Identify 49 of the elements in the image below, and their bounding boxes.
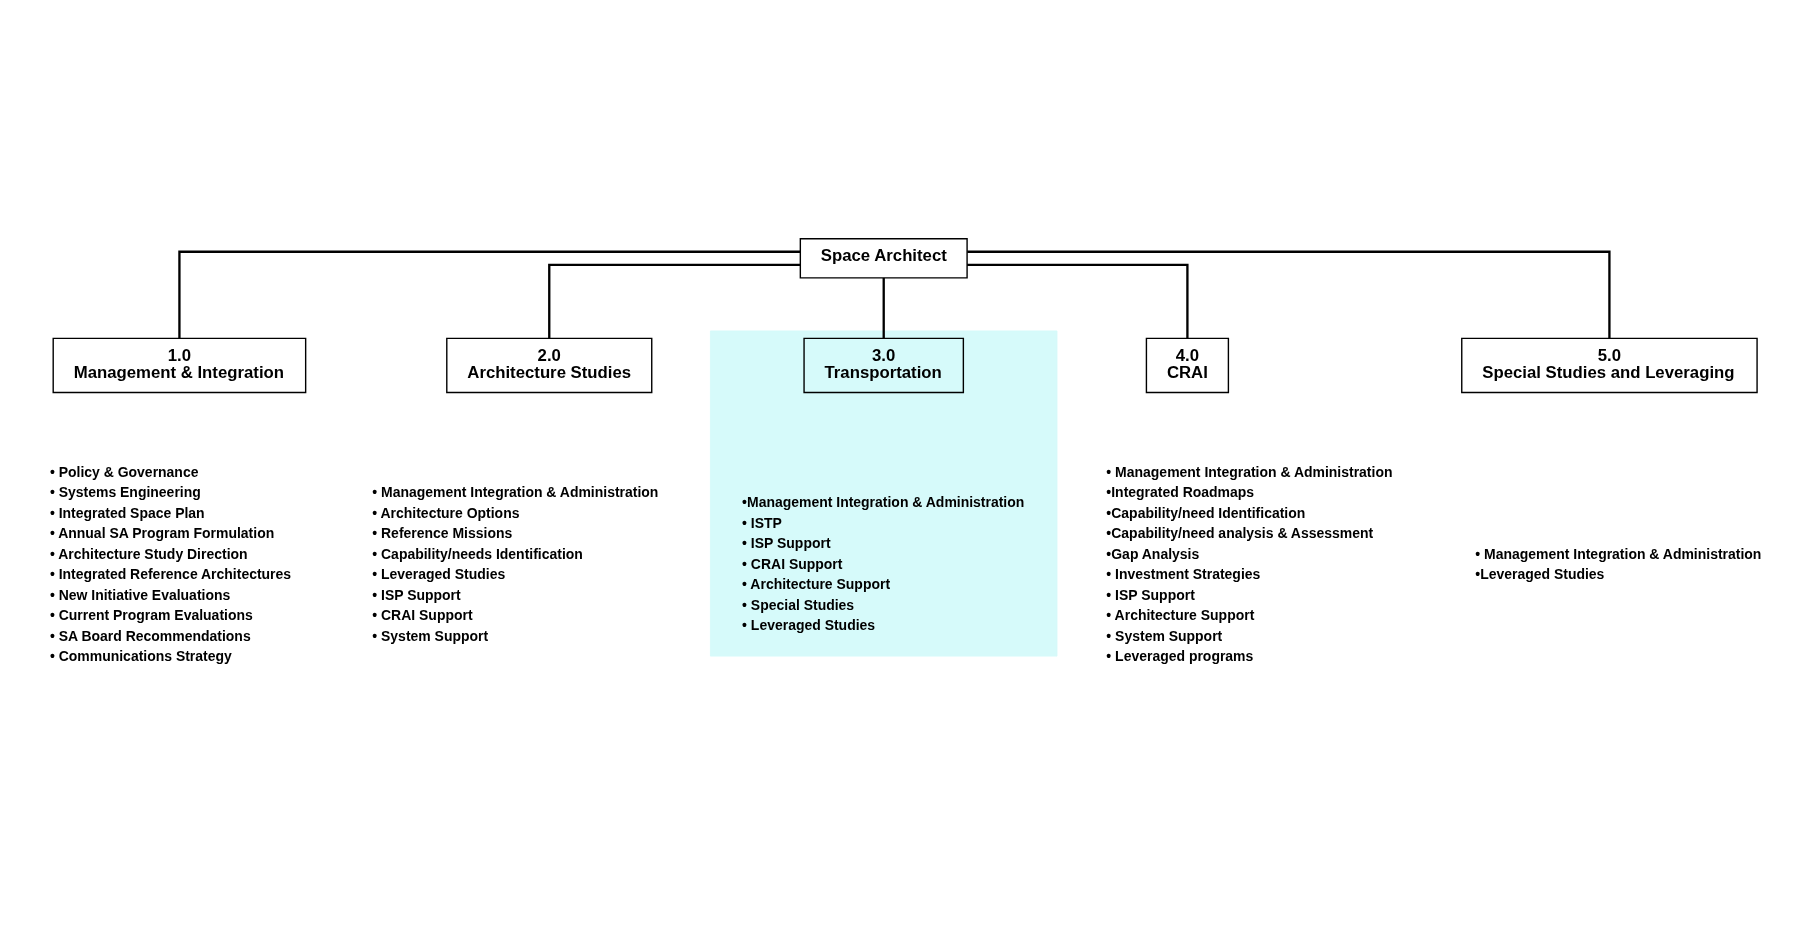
node-label: • Special Studies — [742, 596, 855, 613]
node-label: • Integrated Space Plan — [49, 504, 205, 521]
node-label: • Architecture Support — [1106, 606, 1255, 623]
cluster — [709, 330, 1058, 657]
node-label: • CRAI Support — [742, 555, 843, 572]
node-box: 5.0 Special Studies and Leveraging — [1461, 337, 1758, 393]
node-box: Space Architect — [799, 237, 968, 279]
node-label: • Architecture Options — [372, 504, 520, 521]
node-label: • Leveraged programs — [1106, 647, 1254, 664]
node-label: •Management Integration & Administration — [742, 493, 1025, 510]
node-box: 1.0 Management & Integration — [52, 337, 307, 393]
node-label: • System Support — [1106, 627, 1223, 644]
node-label: • Architecture Study Direction — [49, 545, 248, 562]
node-label: • Systems Engineering — [49, 483, 201, 500]
node-label: • Management Integration & Administration — [1475, 545, 1762, 562]
node-label: • New Initiative Evaluations — [49, 586, 231, 603]
connector — [967, 250, 1611, 338]
node-label: • Capability/needs Identification — [372, 545, 583, 562]
node-label: •Capability/need analysis & Assessment — [1106, 524, 1374, 541]
node-label: • ISP Support — [372, 586, 461, 603]
node-label: • Leveraged Studies — [372, 565, 506, 582]
node-label: • ISTP — [742, 514, 782, 531]
node-label: • Architecture Support — [742, 575, 891, 592]
node-box: 2.0 Architecture Studies — [446, 337, 653, 393]
node-label: • Management Integration & Administration — [372, 483, 659, 500]
node-label: • Policy & Governance — [49, 463, 199, 480]
node-box: 3.0 Transportation — [803, 337, 965, 393]
node-label: • Investment Strategies — [1106, 565, 1261, 582]
node-label: • CRAI Support — [372, 606, 473, 623]
node-label: • Management Integration & Administration — [1106, 463, 1393, 480]
connector — [882, 277, 885, 338]
node-label: •Capability/need Identification — [1106, 504, 1306, 521]
node-label: • Current Program Evaluations — [49, 606, 253, 623]
connector — [178, 250, 801, 338]
node-label: • SA Board Recommendations — [49, 627, 251, 644]
node-label: • Leveraged Studies — [742, 616, 876, 633]
connector — [967, 263, 1189, 338]
connector — [548, 263, 801, 338]
node-label: •Leveraged Studies — [1475, 565, 1605, 582]
node-label: •Gap Analysis — [1106, 545, 1200, 562]
node-label: • Annual SA Program Formulation — [49, 524, 275, 541]
node-label: • ISP Support — [742, 534, 831, 551]
node-label: • ISP Support — [1106, 586, 1195, 603]
node-label: • Reference Missions — [372, 524, 513, 541]
node-box: 4.0 CRAI — [1145, 337, 1230, 393]
node-label: • System Support — [372, 627, 489, 644]
node-label: • Communications Strategy — [49, 647, 232, 664]
node-label: • Integrated Reference Architectures — [49, 565, 292, 582]
node-label: •Integrated Roadmaps — [1106, 483, 1255, 500]
